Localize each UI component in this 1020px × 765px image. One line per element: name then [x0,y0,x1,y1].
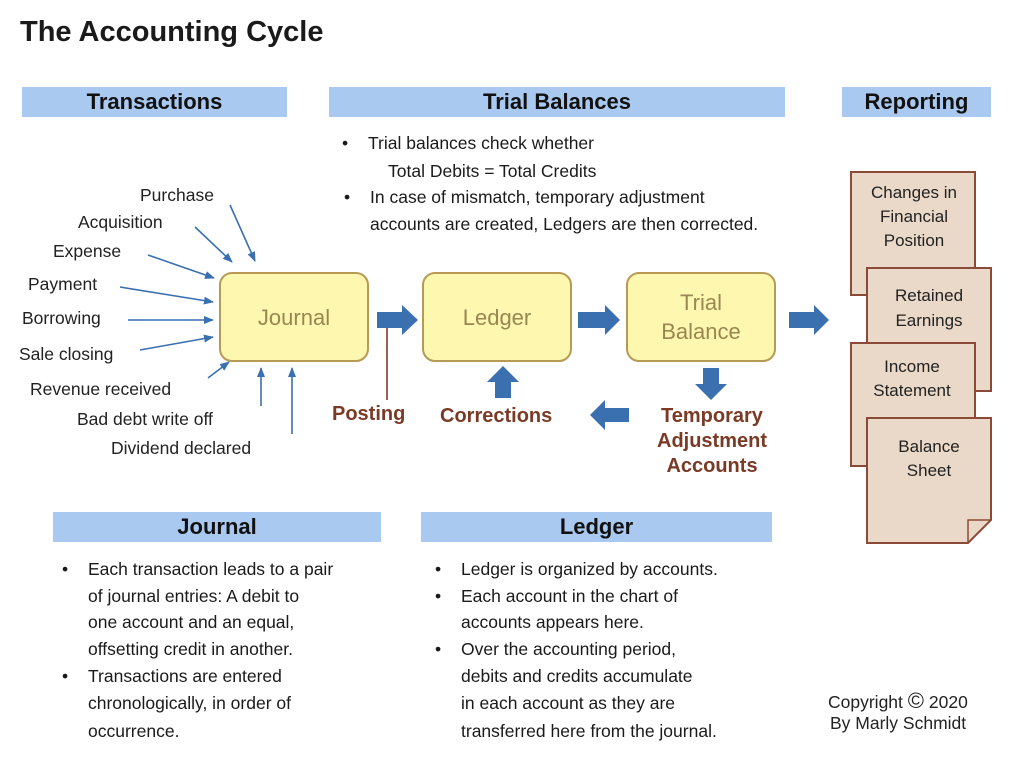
node-journal-label: Journal [257,304,331,330]
label-temp-1: Temporary [661,405,763,427]
arrow-temp-to-corrections [590,400,629,430]
node-trial-label-2: Balance [661,319,741,344]
ledger-note-2: Each account in the chart of [435,586,678,607]
ledger-note-7: transferred here from the journal. [461,721,717,741]
arrow-purchase [229,204,256,262]
arrow-revenue [207,361,230,379]
doc-balance-fold [967,519,991,543]
tb-note-4: accounts are created, Ledgers are then c… [370,214,759,234]
transaction-payment: Payment [28,274,98,294]
node-ledger-label: Ledger [462,304,532,330]
ledger-note-3: accounts appears here. [461,612,644,632]
header-ledger: Ledger [421,512,772,542]
transaction-purchase: Purchase [140,185,214,205]
doc-changes-line1: Changes in [870,183,957,202]
label-posting: Posting [332,403,406,425]
node-trial-balance: Trial Balance [626,272,776,362]
arrow-corrections-up [487,366,519,398]
transaction-bad-debt: Bad debt write off [77,409,213,429]
transaction-dividend: Dividend declared [111,438,252,458]
label-temporary-adjustment: Temporary Adjustment Accounts [642,404,782,479]
report-stack [850,171,992,544]
journal-note-5: Transactions are entered [62,666,282,687]
doc-balance-line2: Sheet [906,461,952,480]
doc-income-line2: Statement [873,381,951,400]
doc-balance: Balance Sheet [867,435,991,483]
header-trial-balances: Trial Balances [329,87,785,117]
transaction-borrowing: Borrowing [22,308,101,328]
transaction-acquisition: Acquisition [78,212,163,232]
node-ledger: Ledger [422,272,572,362]
doc-retained-line2: Earnings [895,311,963,330]
ledger-note-1: Ledger is organized by accounts. [435,559,718,580]
doc-balance-shape [866,417,992,544]
doc-changes: Changes in Financial Position [851,181,977,253]
copyright-prefix: Copyright [828,692,903,712]
arrow-ledger-to-trial [578,305,620,335]
header-reporting: Reporting [842,87,991,117]
journal-note-2: of journal entries: A debit to [88,586,300,606]
node-journal: Journal [219,272,369,362]
transaction-expense: Expense [53,241,122,261]
tb-note-1: Trial balances check whether [342,133,594,154]
arrow-trial-down [695,368,727,400]
header-journal: Journal [53,512,381,542]
arrow-sale-closing [139,334,214,351]
node-trial-label-1: Trial [680,290,722,315]
label-temp-2: Adjustment [657,430,767,452]
doc-retained-line1: Retained [894,286,964,305]
journal-note-1: Each transaction leads to a pair [62,559,333,580]
journal-note-4: offsetting credit in another. [88,639,293,659]
arrow-journal-to-ledger [377,305,418,335]
arrow-acquisition [194,226,233,263]
transaction-revenue-received: Revenue received [30,379,172,399]
doc-retained: Retained Earnings [867,283,991,333]
tb-note-3: In case of mismatch, temporary adjustmen… [344,187,705,208]
copyright-line1: Copyright © 2020 [828,688,968,714]
page-title: The Accounting Cycle [20,16,324,48]
transaction-sale-closing: Sale closing [19,344,114,364]
label-corrections: Corrections [440,405,553,427]
arrow-trial-to-reporting [789,305,829,335]
ledger-note-5: debits and credits accumulate [461,666,693,686]
copyright-author: By Marly Schmidt [830,713,967,733]
doc-income-line1: Income [884,357,940,376]
journal-note-3: one account and an equal, [88,612,295,632]
header-transactions: Transactions [22,87,287,117]
label-temp-3: Accounts [666,455,758,477]
doc-income: Income Statement [851,355,973,403]
ledger-note-4: Over the accounting period, [435,639,676,660]
arrow-expense [147,254,215,279]
journal-note-6: chronologically, in order of [88,693,291,713]
doc-balance-line1: Balance [898,437,960,456]
copyright-symbol: © [907,688,924,713]
doc-changes-line3: Position [883,231,945,250]
doc-changes-line2: Financial [879,207,949,226]
ledger-note-6: in each account as they are [461,693,676,713]
copyright-year: 2020 [928,692,968,712]
journal-note-7: occurrence. [88,721,180,741]
arrow-payment [119,286,214,305]
tb-note-2: Total Debits = Total Credits [388,161,597,181]
